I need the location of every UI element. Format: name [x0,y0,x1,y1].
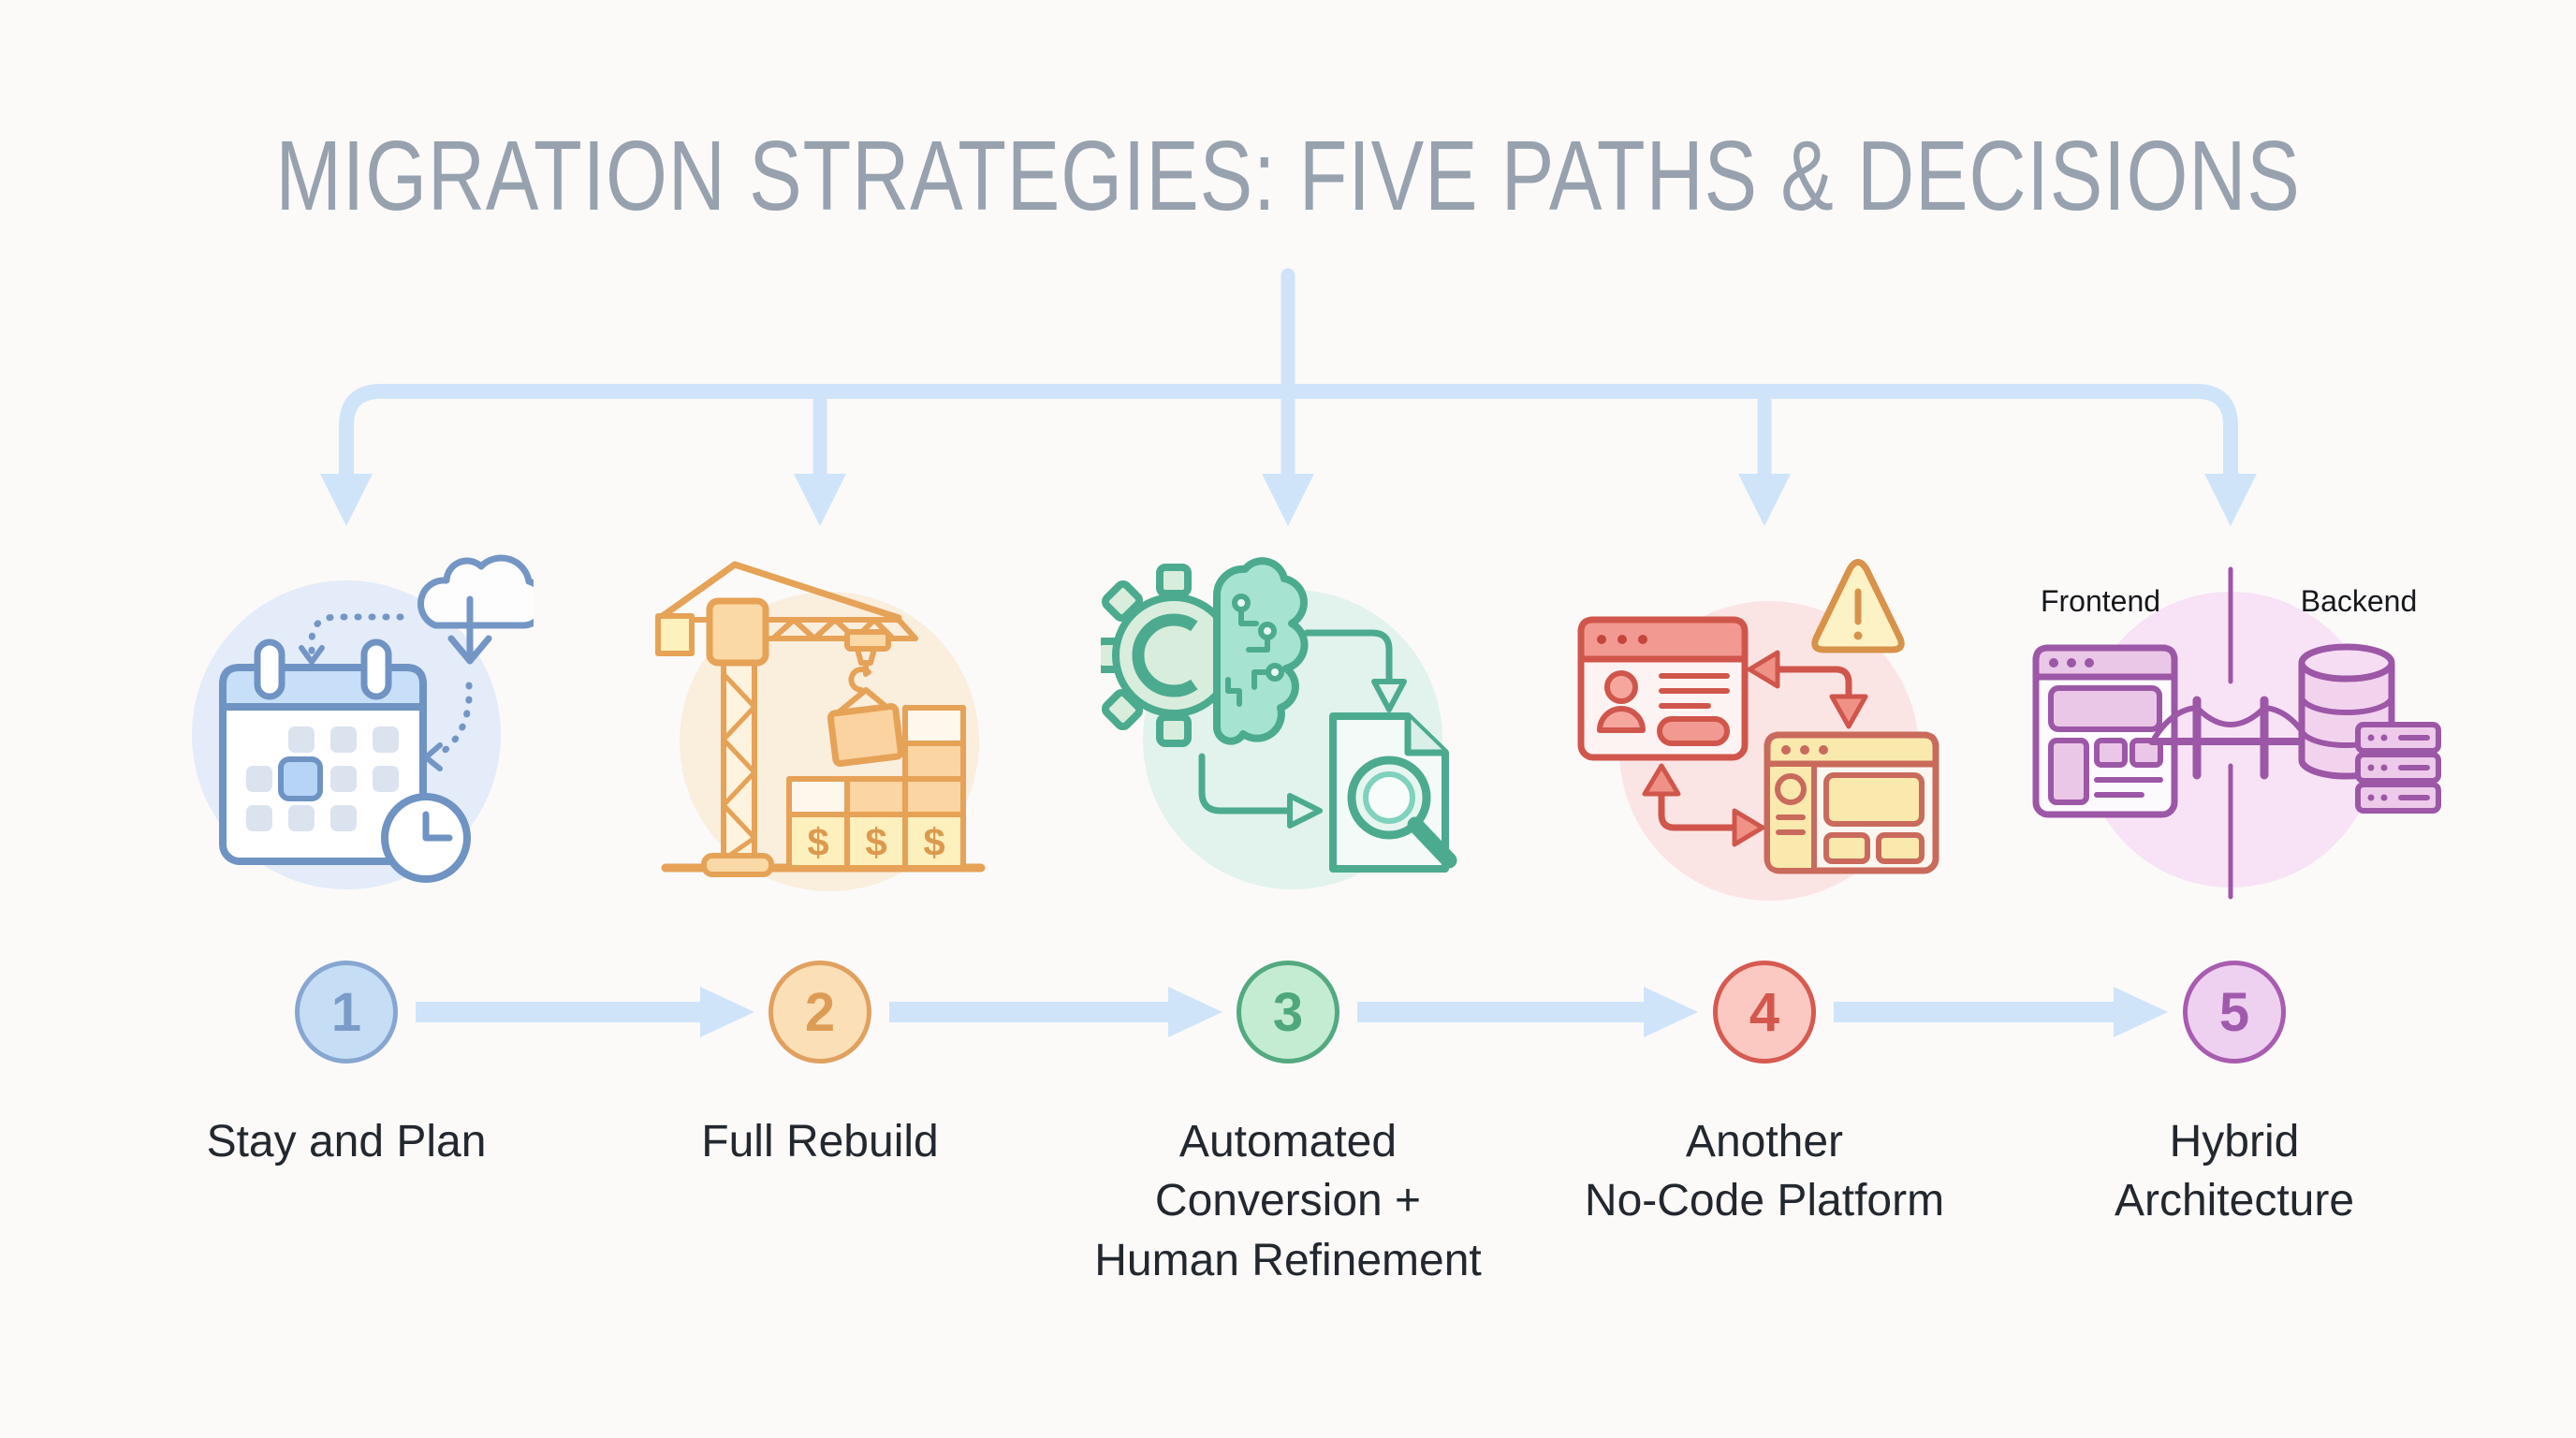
calendar-grid [246,726,399,831]
frontend-window [2032,644,2178,818]
step-label-4: Another No-Code Platform [1584,1117,1945,1226]
platform-swap-warning-icon [1577,559,1939,901]
calendar-header [219,664,427,711]
button-pill [1657,716,1730,746]
calendar-ring [360,638,392,700]
construction-crane-icon: $ $ $ [655,561,986,891]
dotted-path-to-calendar [308,613,404,655]
cloud-icon [417,554,549,629]
warning-triangle-icon [1811,559,1905,653]
source-platform-window [1577,616,1749,761]
step-label-1: Stay and Plan [206,1117,487,1167]
dollar-signs: $ $ $ [807,820,944,864]
arrow-from-gear [1198,753,1323,829]
step-circle-3: 3 [1237,961,1339,1064]
frontend-backend-bridge-icon [2032,566,2441,900]
server-rack-icon [2355,722,2441,814]
calendar-cloud-migration-icon [192,554,549,889]
frontend-label: Frontend [2040,584,2161,618]
crane-hook [848,667,871,693]
step-column-stay-and-plan: 1 Stay and Plan [84,543,608,1171]
clock-icon [381,793,471,883]
step-column-full-rebuild: $ $ $ 2 Full Rebuild [558,543,1082,1171]
step-circle-5: 5 [2183,961,2286,1064]
calendar-ring [254,638,285,700]
target-platform-window [1764,731,1939,874]
trolley [844,629,891,652]
calendar-selected-day [278,756,323,801]
branch-arrowheads [320,474,2257,526]
step-column-automated-conversion: 3 Automated Conversion + Human Refinemen… [1026,543,1550,1290]
magnifier-icon [1347,756,1457,869]
step-column-no-code-platform: 4 Another No-Code Platform [1502,543,2027,1231]
backend-label: Backend [2300,584,2418,618]
crane-cab [706,597,769,667]
jib-truss [770,617,918,641]
svg-text:$: $ [807,820,828,864]
crane-ties [656,561,902,622]
svg-text:$: $ [923,820,944,864]
step-label-2: Full Rebuild [701,1117,939,1167]
circuit-brain-icon [1213,557,1309,745]
ai-gear-brain-review-icon [1093,557,1457,889]
step-label-5: Hybrid Architecture [2114,1117,2355,1226]
gear-icon [1093,564,1236,747]
step-column-hybrid-architecture: Frontend Backend 5 Hybrid Architecture [1972,543,2496,1231]
step-label-3: Automated Conversion + Human Refinement [1094,1117,1482,1285]
swap-arrows [1642,650,1868,847]
dotted-path-from-cloud [432,682,473,760]
step-circle-4: 4 [1713,961,1816,1064]
hanging-crate [827,703,904,767]
step-circle-2: 2 [768,961,871,1064]
bridge-icon [2148,696,2315,780]
arrow-to-document [1303,629,1407,712]
counterweight [655,613,695,656]
svg-text:$: $ [865,820,886,864]
crane-base [701,853,774,877]
gear-inner-ring [1132,613,1198,697]
money-block-stack [786,705,966,871]
user-avatar [1604,670,1638,704]
page-title: MIGRATION STRATEGIES: FIVE PATHS & DECIS… [275,121,2301,231]
step-circle-1: 1 [295,961,398,1064]
